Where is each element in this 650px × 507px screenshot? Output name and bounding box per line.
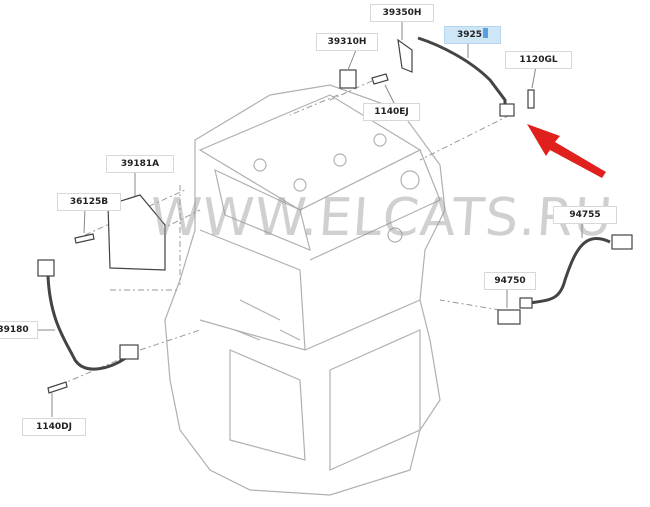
- sensor-parts: [37, 36, 633, 394]
- label-1140DJ[interactable]: 1140DJ: [22, 418, 86, 436]
- label-39310H[interactable]: 39310H: [316, 33, 378, 51]
- wire-3925: [417, 36, 507, 108]
- sensor-3925: [499, 103, 515, 117]
- engine-block-outline: [164, 84, 446, 496]
- wire-39180: [46, 275, 131, 371]
- bolt-1140EJ: [371, 73, 389, 85]
- connector-39180: [37, 259, 55, 277]
- label-94755[interactable]: 94755: [553, 206, 617, 224]
- red-pointer-arrow-icon: [527, 124, 606, 178]
- wire-94755: [529, 236, 611, 305]
- bolt-1140DJ: [47, 381, 68, 394]
- label-39180[interactable]: 39180: [0, 321, 38, 339]
- label-3925-text: 3925: [456, 30, 483, 40]
- label-36125B[interactable]: 36125B: [57, 193, 121, 211]
- label-3925[interactable]: 3925: [444, 26, 501, 44]
- crank-sensor-39180: [119, 344, 139, 360]
- label-1140EJ[interactable]: 1140EJ: [363, 103, 420, 121]
- cam-sensor-39310H: [339, 69, 357, 89]
- bolt-36125B: [74, 233, 95, 244]
- label-leaders: [36, 20, 583, 417]
- cover-39181A: [107, 194, 166, 271]
- label-39350H[interactable]: 39350H: [370, 4, 434, 22]
- label-39181A[interactable]: 39181A: [106, 155, 174, 173]
- label-94750[interactable]: 94750: [484, 272, 536, 290]
- knock-sensor-94755: [519, 297, 533, 309]
- oil-pressure-switch-94750: [497, 309, 521, 325]
- bracket-39350H: [397, 38, 413, 73]
- text-cursor-icon: [483, 28, 489, 38]
- label-1120GL[interactable]: 1120GL: [505, 51, 572, 69]
- connector-94755: [611, 234, 633, 250]
- bolt-1120GL: [527, 89, 535, 109]
